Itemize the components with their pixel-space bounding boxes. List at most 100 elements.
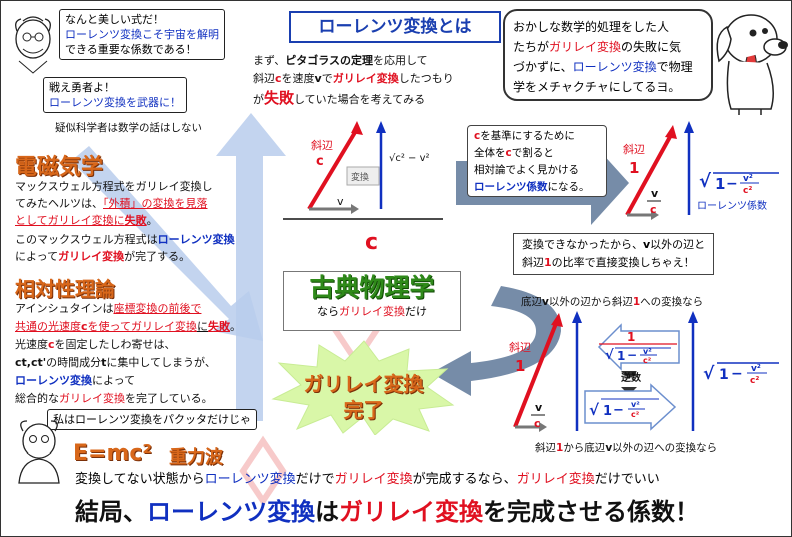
em-line2: てみたヘルツは、「外積」の変換を見落 bbox=[15, 196, 208, 211]
intro-1a: まず、 bbox=[253, 54, 286, 67]
f2a: 結局、 bbox=[75, 498, 147, 526]
diagram1-bottom-c: c bbox=[365, 230, 378, 255]
middle-note-line4: ローレンツ係数になる。 bbox=[474, 179, 600, 196]
middle-note-line3: 相対論でよく見かける bbox=[474, 164, 579, 176]
rel-6a: 総合的な bbox=[15, 392, 59, 405]
galilei-done-line1: ガリレイ変換 bbox=[303, 372, 424, 396]
em-line3: としてガリレイ変換に失敗。 bbox=[15, 213, 158, 228]
intro-3b: 失敗 bbox=[264, 89, 295, 107]
diagram2-sqrt-c2: c² bbox=[743, 186, 752, 196]
d3-tc-b: v bbox=[542, 296, 549, 308]
diagram3-c-den: c bbox=[534, 417, 541, 430]
diagram2-vertical-arrowhead bbox=[684, 121, 694, 133]
diagram3-right-arrow bbox=[584, 383, 677, 431]
dog-3a: づかずに、 bbox=[513, 60, 573, 74]
diagram3-one: 1 bbox=[515, 357, 525, 375]
rel-line4: ct,ct'の時間成分tに集中してしまうが、 bbox=[15, 355, 216, 370]
svg-text:√: √ bbox=[605, 348, 614, 363]
diagram1-transform-label: 変換 bbox=[351, 171, 369, 183]
dog-2c: の失敗に気 bbox=[621, 40, 682, 54]
diagram1-vertical-arrowhead bbox=[376, 121, 386, 133]
d3-tc-d: 1 bbox=[632, 296, 641, 308]
d3-bc-d: v bbox=[605, 442, 613, 454]
mn-2c: で割ると bbox=[511, 147, 554, 159]
cn-1b: v bbox=[643, 238, 651, 251]
diagram1-base-arrowhead bbox=[351, 204, 359, 214]
em-line1: マックスウェル方程式をガリレイ変換し bbox=[15, 180, 213, 193]
intro-1b: ピタゴラスの定理 bbox=[285, 54, 374, 67]
professor-bottom-icon bbox=[18, 420, 60, 484]
dog-2a: たちが bbox=[513, 40, 550, 54]
em-2b: 「外積」の変換を見落 bbox=[103, 197, 208, 210]
em-2a: てみたヘルツは、 bbox=[15, 197, 103, 210]
em-3a: として bbox=[15, 214, 48, 227]
cl-sub-a: なら bbox=[317, 305, 339, 318]
intro-line2: 斜辺cを速度vでガリレイ変換したつもり bbox=[253, 71, 454, 86]
em-5b: ガリレイ変換 bbox=[58, 250, 125, 263]
d3-right-one: 1 bbox=[603, 404, 612, 419]
rel-2b: c bbox=[81, 320, 88, 333]
diagram3-frac-one: 1 bbox=[627, 330, 635, 344]
cannot-transform-note: 変換できなかったから、v以外の辺と 斜辺1の比率で直接変換しちゃえ！ bbox=[513, 233, 715, 275]
dog-3c: で物理 bbox=[656, 60, 693, 74]
diagram1-v-label: v bbox=[337, 195, 344, 208]
svg-text:√: √ bbox=[699, 171, 712, 192]
svg-text:c²: c² bbox=[631, 410, 640, 419]
diagram3-inverse-label: 逆数 bbox=[621, 371, 642, 384]
diagram3-base-arrowhead bbox=[539, 422, 547, 432]
em-4a: このマックスウェル方程式は bbox=[15, 233, 158, 246]
em-heading: 電磁気学 bbox=[15, 155, 104, 180]
dog-3b: ローレンツ変換 bbox=[572, 60, 657, 74]
intro-line3: が失敗していた場合を考えてみる bbox=[253, 91, 425, 107]
diagram3-vertical-arrowhead bbox=[572, 311, 582, 323]
intro-line1: まず、ピタゴラスの定理を応用して bbox=[253, 53, 428, 68]
intro-2d: v bbox=[314, 72, 322, 85]
svg-text:c²: c² bbox=[643, 356, 652, 365]
dog-line2: たちがガリレイ変換の失敗に気 bbox=[513, 37, 703, 57]
dog-line1: おかしな数学的処理をした人 bbox=[513, 20, 670, 34]
professor-line1: なんと美しい式だ！ bbox=[65, 13, 164, 26]
f1b: ローレンツ変換 bbox=[204, 472, 296, 487]
lorentz-title: ローレンツ変換とは bbox=[289, 11, 501, 43]
professor-bottom-bubble: 私はローレンツ変換をパクッタだけじゃ bbox=[47, 409, 257, 430]
f1e: が完成するなら、 bbox=[412, 472, 517, 487]
middle-note: cを基準にするために 全体をcで割ると 相対論でよく見かける ローレンツ係数にな… bbox=[467, 125, 607, 197]
diagram1-hyp-arrowhead bbox=[351, 121, 363, 135]
em-3e: 。 bbox=[146, 214, 158, 227]
middle-note-line2: 全体をcで割ると bbox=[474, 145, 600, 162]
diagram2-sqrt-v2: v² bbox=[743, 174, 753, 184]
diagram1-transform-arrow bbox=[346, 166, 380, 186]
cl-sub-b: ガリレイ変換 bbox=[339, 305, 405, 318]
diagram3-right-vertical-arrowhead bbox=[688, 311, 698, 323]
d3-tc-e: への変換なら bbox=[640, 296, 704, 308]
f2e: を完成させる係数！ bbox=[483, 498, 699, 526]
f1a: 変換してない状態から bbox=[75, 472, 205, 487]
diagram2-sqrt-expr: √ 1 − v² c² bbox=[699, 171, 779, 196]
dog-2b: ガリレイ変換 bbox=[549, 40, 622, 54]
diagram3-v-num: v bbox=[535, 401, 543, 414]
professor-top-icon bbox=[15, 16, 51, 74]
rel-line1: アインシュタインは座標変換の前後で bbox=[15, 301, 201, 316]
d3-far-one: 1 bbox=[719, 367, 729, 383]
rel-2f: 。 bbox=[229, 320, 241, 333]
em-line4: このマックスウェル方程式はローレンツ変換 bbox=[15, 232, 235, 247]
em-5c: が完了する。 bbox=[124, 250, 191, 263]
cl-sub-c: だけ bbox=[405, 305, 427, 318]
rel-1b: 座標変換の前後で bbox=[113, 302, 202, 315]
diagram2-hyp-label: 斜辺 bbox=[623, 143, 645, 156]
diagram3-far-sqrt: √ 1 − v² c² bbox=[703, 362, 779, 386]
rel-5b: によって bbox=[92, 374, 136, 387]
dog-icon bbox=[716, 14, 788, 115]
mn-1b: を基準にするために bbox=[480, 130, 575, 142]
diagram2-hyp-arrowhead bbox=[665, 125, 677, 139]
rel-2c: を使ってガリレイ変換 bbox=[87, 320, 197, 333]
d3-bc-c: から底辺 bbox=[563, 442, 606, 454]
footer-line2: 結局、ローレンツ変換はガリレイ変換を完成させる係数！ bbox=[75, 495, 699, 529]
rel-3c: を固定したしわ寄せは、 bbox=[54, 338, 176, 351]
classical-subtitle: ならガリレイ変換だけ bbox=[284, 304, 460, 320]
upward-arrow bbox=[216, 113, 286, 421]
cannot-line1: 変換できなかったから、v以外の辺と bbox=[522, 236, 705, 254]
mn-4a: ローレンツ係数 bbox=[474, 181, 548, 193]
intro-3c: していた場合を考えてみる bbox=[294, 93, 426, 106]
